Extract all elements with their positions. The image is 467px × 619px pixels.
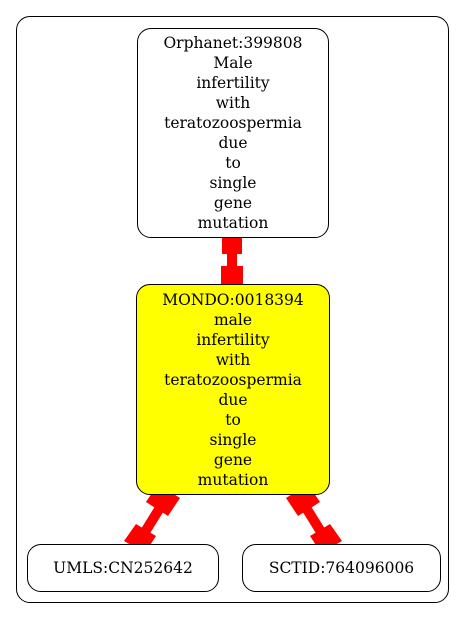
node-orphanet-line: with bbox=[215, 94, 251, 112]
node-mondo-line: teratozoospermia bbox=[164, 370, 302, 389]
node-orphanet-line: infertility bbox=[196, 74, 270, 92]
node-mondo-line: due bbox=[218, 390, 248, 409]
node-orphanet-line: mutation bbox=[197, 214, 269, 232]
node-orphanet-line: gene bbox=[213, 194, 253, 212]
node-orphanet[interactable]: Orphanet:399808 Male infertility with te… bbox=[137, 28, 329, 238]
node-orphanet-line: teratozoospermia bbox=[164, 114, 302, 132]
node-mondo-line: single bbox=[209, 430, 257, 449]
node-mondo-line: male bbox=[213, 310, 253, 329]
node-mondo-line: with bbox=[215, 350, 251, 369]
node-mondo-line: infertility bbox=[196, 330, 270, 349]
node-umls[interactable]: UMLS:CN252642 bbox=[27, 544, 219, 592]
node-orphanet-line: single bbox=[209, 174, 257, 192]
node-mondo-line: mutation bbox=[197, 470, 269, 489]
node-mondo[interactable]: MONDO:0018394 male infertility with tera… bbox=[136, 284, 330, 495]
node-mondo-line: gene bbox=[213, 450, 253, 469]
edge-orphanet-mondo bbox=[221, 232, 243, 290]
node-mondo-line: to bbox=[225, 410, 241, 429]
node-orphanet-line: Orphanet:399808 bbox=[163, 34, 303, 52]
node-mondo-line: MONDO:0018394 bbox=[162, 290, 304, 309]
node-orphanet-line: to bbox=[225, 154, 241, 172]
node-umls-label: UMLS:CN252642 bbox=[53, 559, 193, 577]
node-sctid[interactable]: SCTID:764096006 bbox=[242, 544, 441, 592]
node-orphanet-line: Male bbox=[213, 54, 253, 72]
graph-cluster bbox=[16, 16, 449, 603]
node-sctid-label: SCTID:764096006 bbox=[268, 559, 415, 577]
node-orphanet-line: due bbox=[218, 134, 248, 152]
